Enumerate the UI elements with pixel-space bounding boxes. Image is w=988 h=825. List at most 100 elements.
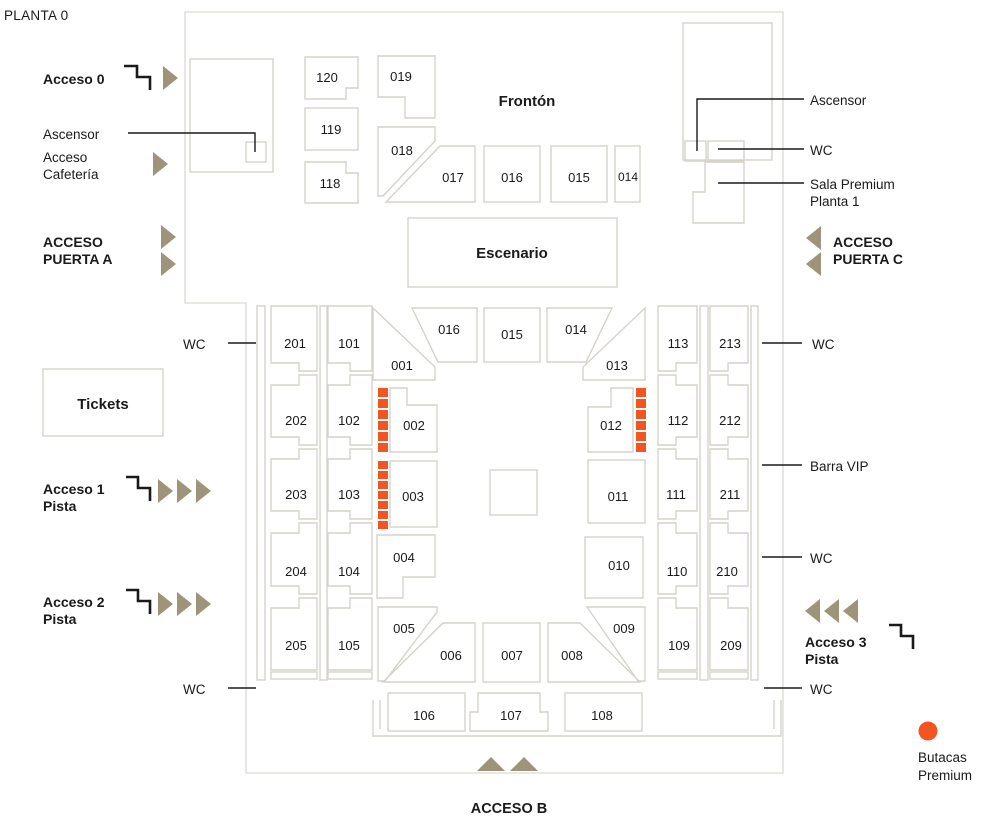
section-110[interactable]	[657, 522, 698, 595]
center-platform	[489, 469, 538, 516]
section-019[interactable]	[377, 55, 436, 119]
section-109[interactable]	[657, 597, 698, 671]
section-016-top[interactable]	[483, 145, 541, 203]
section-003[interactable]	[389, 460, 438, 528]
stairs-icon-acceso-3	[889, 623, 915, 649]
arrow-left-icon	[824, 599, 839, 623]
section-118-label: 118	[320, 176, 341, 191]
label-puerta-c-1: ACCESO	[833, 234, 893, 250]
section-016-inner-label: 016	[438, 322, 460, 337]
section-105[interactable]	[327, 597, 373, 671]
section-108-label: 108	[591, 708, 613, 723]
section-010[interactable]	[584, 536, 644, 599]
arrow-right-icon	[158, 479, 173, 503]
section-005[interactable]	[377, 606, 438, 682]
column-foot	[270, 671, 318, 680]
elevator-right-shape	[684, 140, 707, 162]
column-foot	[709, 671, 749, 680]
arrow-left-icon	[805, 599, 820, 623]
section-102[interactable]	[327, 374, 373, 446]
arrow-right-icon	[163, 66, 178, 90]
section-012-label: 012	[600, 418, 622, 433]
column-foot	[327, 671, 373, 680]
section-101-label: 101	[338, 336, 360, 351]
section-112[interactable]	[657, 374, 698, 446]
label-acceso-1-pista: Pista	[43, 498, 77, 514]
arrow-right-icon	[177, 592, 192, 616]
section-103-label: 103	[338, 487, 360, 502]
aisle-lane	[256, 305, 266, 681]
section-007-label: 007	[501, 648, 523, 663]
section-211[interactable]	[709, 448, 749, 520]
label-acceso-3-pista: Pista	[805, 651, 839, 667]
section-203[interactable]	[270, 448, 318, 520]
section-013[interactable]	[582, 306, 646, 381]
section-011[interactable]	[587, 459, 646, 524]
section-204-label: 204	[285, 564, 307, 579]
section-101[interactable]	[327, 305, 373, 372]
section-120-label: 120	[316, 70, 338, 85]
section-016-inner[interactable]	[410, 307, 478, 363]
section-107[interactable]	[469, 692, 549, 732]
section-205[interactable]	[270, 597, 318, 671]
label-puerta-a-2: PUERTA A	[43, 251, 112, 267]
section-201[interactable]	[270, 305, 318, 372]
section-204[interactable]	[270, 522, 318, 595]
arrow-right-icon	[161, 225, 176, 249]
section-203-label: 203	[285, 487, 307, 502]
page-title: PLANTA 0	[4, 8, 68, 23]
label-wc-right-top: WC	[810, 143, 833, 158]
section-118[interactable]	[304, 161, 359, 204]
section-202[interactable]	[270, 374, 318, 446]
section-009[interactable]	[585, 606, 646, 682]
section-007[interactable]	[482, 622, 541, 683]
section-104[interactable]	[327, 522, 373, 595]
column-foot	[657, 671, 698, 680]
section-017[interactable]	[384, 145, 476, 203]
section-110-label: 110	[667, 564, 688, 579]
aisle-lane	[750, 305, 759, 681]
arrow-right-icon	[196, 592, 211, 616]
section-120[interactable]	[304, 56, 359, 100]
section-209[interactable]	[709, 597, 749, 671]
label-wc-left-top: WC	[183, 337, 206, 352]
section-001[interactable]	[372, 306, 436, 381]
section-211-label: 211	[720, 487, 741, 502]
section-015-inner-label: 015	[501, 327, 523, 342]
section-212[interactable]	[709, 374, 749, 446]
arrow-right-icon	[177, 479, 192, 503]
premium-strip-012	[636, 388, 646, 452]
section-018[interactable]	[377, 126, 436, 197]
section-111-label: 111	[666, 487, 686, 502]
label-acceso-1: Acceso 1	[43, 481, 105, 497]
section-008[interactable]	[547, 622, 642, 683]
sala-premium-shape	[692, 161, 745, 224]
section-002-label: 002	[403, 418, 425, 433]
section-119[interactable]	[304, 107, 359, 151]
section-205-label: 205	[285, 638, 307, 653]
section-004[interactable]	[376, 534, 436, 599]
section-113[interactable]	[657, 305, 698, 372]
tickets-box[interactable]	[42, 368, 164, 437]
section-001-label: 001	[391, 358, 413, 373]
section-210[interactable]	[709, 522, 749, 595]
section-015-top[interactable]	[550, 145, 608, 203]
arrow-left-icon	[843, 599, 858, 623]
section-006[interactable]	[381, 622, 476, 683]
section-014-top[interactable]	[614, 145, 641, 203]
section-108[interactable]	[564, 692, 643, 732]
label-acceso-3: Acceso 3	[805, 634, 867, 650]
section-015-inner[interactable]	[483, 307, 541, 363]
section-213[interactable]	[709, 305, 749, 372]
section-014-inner[interactable]	[546, 307, 614, 363]
section-111[interactable]	[657, 448, 698, 520]
section-010-label: 010	[608, 558, 630, 573]
section-002[interactable]	[389, 387, 438, 453]
elevator-left-shape	[245, 141, 267, 163]
section-103[interactable]	[327, 448, 373, 520]
section-106[interactable]	[387, 692, 466, 732]
section-012[interactable]	[587, 387, 634, 453]
leader-ascensor-right	[696, 98, 804, 151]
